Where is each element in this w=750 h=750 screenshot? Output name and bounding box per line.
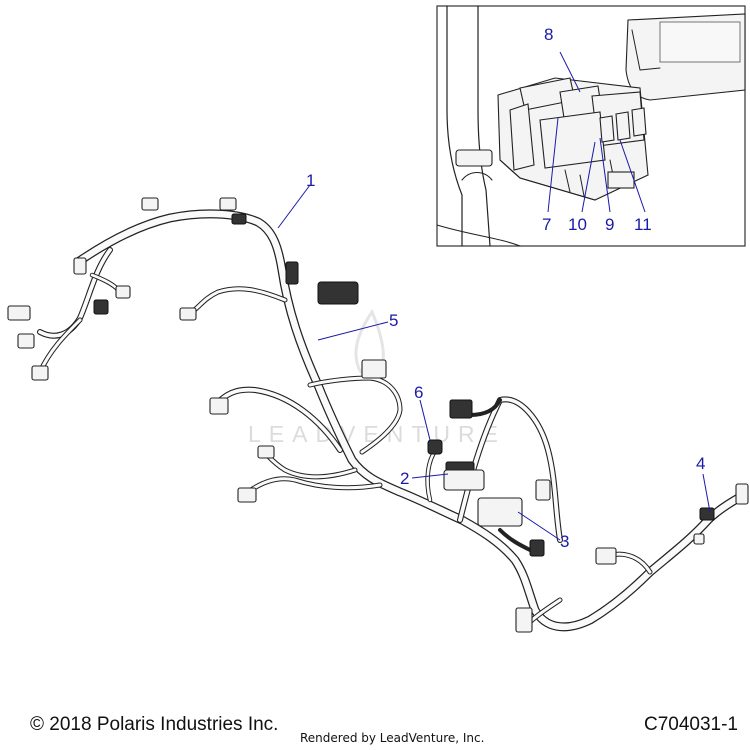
callout-4: 4 bbox=[696, 454, 705, 473]
callout-8: 8 bbox=[544, 25, 553, 44]
copyright-text: © 2018 Polaris Industries Inc. bbox=[30, 714, 279, 735]
callout-6: 6 bbox=[414, 383, 423, 402]
connectors bbox=[7, 197, 749, 633]
callout-10: 10 bbox=[568, 215, 587, 234]
callout-5: 5 bbox=[389, 311, 398, 330]
rendered-by-text: Rendered by LeadVenture, Inc. bbox=[300, 731, 485, 745]
inset-detail bbox=[436, 5, 746, 247]
callout-9: 9 bbox=[605, 215, 614, 234]
callouts: 1 2 3 4 5 6 7 8 9 10 11 bbox=[306, 25, 705, 551]
callout-1: 1 bbox=[306, 171, 315, 190]
callout-3: 3 bbox=[560, 532, 569, 551]
main-harness bbox=[37, 209, 747, 633]
callout-2: 2 bbox=[400, 469, 409, 488]
leader-lines bbox=[277, 51, 711, 541]
callout-11: 11 bbox=[634, 215, 652, 234]
drawing-code: C704031-1 bbox=[643, 714, 738, 735]
callout-7: 7 bbox=[542, 215, 551, 234]
